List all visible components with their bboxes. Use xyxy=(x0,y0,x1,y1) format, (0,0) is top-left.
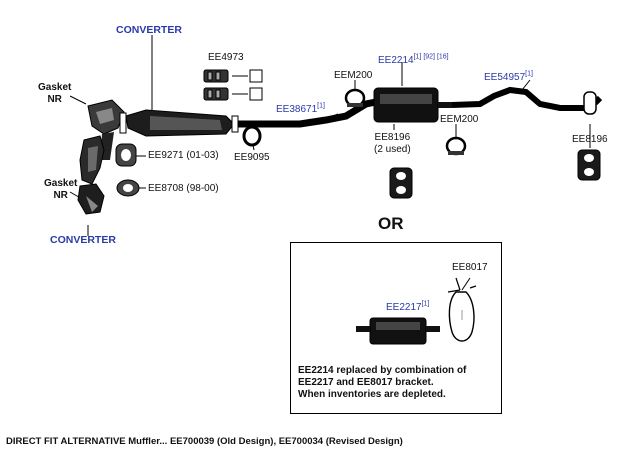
ee2214-refs: [1] [92] [16] xyxy=(413,53,449,61)
gasket-top-line1: Gasket xyxy=(38,82,72,93)
ee8196-mid-label: EE8196 (2 used) xyxy=(374,132,411,156)
ee2217-muffler xyxy=(356,317,440,345)
note-line-2: EE2217 and EE8017 bracket. xyxy=(298,377,434,388)
ee8708-label: EE8708 (98-00) xyxy=(148,183,219,194)
note-line-3: When inventories are depleted. xyxy=(298,389,446,400)
ee9095-label: EE9095 xyxy=(234,152,270,163)
ee38671-text: EE38671 xyxy=(276,104,318,115)
gasket-bottom-label: Gasket NR xyxy=(44,178,77,202)
ee9271-label: EE9271 (01-03) xyxy=(148,150,219,161)
ee2214-label: EE2214[1] [92] [16] xyxy=(378,53,449,67)
ee8196-hanger-right xyxy=(577,149,601,181)
ee8196-mid-line2: (2 used) xyxy=(374,144,411,155)
replacement-inset xyxy=(290,242,502,414)
ee38671-pipe xyxy=(231,98,377,133)
gasket-bottom-line2: NR xyxy=(53,190,68,201)
gasket-bottom-line1: Gasket xyxy=(44,178,78,189)
ee38671-label: EE38671[1] xyxy=(276,102,325,116)
lower-converter xyxy=(77,135,105,215)
ee2214-text: EE2214 xyxy=(378,55,414,66)
ee8196-right-label: EE8196 xyxy=(572,134,608,145)
ee9095-ring xyxy=(242,125,262,147)
ee38671-ref: [1] xyxy=(317,102,325,110)
converter-bottom-label: CONVERTER xyxy=(50,234,116,246)
ee4973-hardware xyxy=(203,69,263,101)
eem200-left-label: EEM200 xyxy=(334,70,373,81)
ee8017-bracket xyxy=(447,277,477,342)
ee8196-mid-line1: EE8196 xyxy=(374,132,411,143)
ee9271-gasket xyxy=(115,143,137,167)
gasket-top-label: Gasket NR xyxy=(38,82,71,106)
converter-top-label: CONVERTER xyxy=(116,24,182,36)
eem200-clamp-right xyxy=(445,136,467,156)
replacement-note: EE2214 replaced by combination of EE2217… xyxy=(298,365,466,401)
gasket-top-line2: NR xyxy=(47,94,62,105)
upper-converter xyxy=(119,109,235,137)
ee54957-ref: [1] xyxy=(525,70,533,78)
ee2217-text: EE2217 xyxy=(386,302,422,313)
ee54957-label: EE54957[1] xyxy=(484,70,533,84)
footer-caption: DIRECT FIT ALTERNATIVE Muffler... EE7000… xyxy=(6,436,403,447)
ee2217-ref: [1] xyxy=(421,300,430,308)
note-line-1: EE2214 replaced by combination of xyxy=(298,365,467,376)
ee8196-hanger-mid xyxy=(389,167,413,199)
ee8708-gasket xyxy=(116,179,140,197)
or-label: OR xyxy=(378,214,404,233)
ee54957-text: EE54957 xyxy=(484,72,526,83)
ee2217-label: EE2217[1] xyxy=(386,300,430,314)
ee54957-tailpipe xyxy=(451,86,603,115)
ee8017-label: EE8017 xyxy=(452,262,488,273)
ee4973-label: EE4973 xyxy=(208,52,244,63)
eem200-right-label: EEM200 xyxy=(440,114,479,125)
ee2214-muffler xyxy=(373,87,452,123)
eem200-clamp-left xyxy=(344,88,366,108)
